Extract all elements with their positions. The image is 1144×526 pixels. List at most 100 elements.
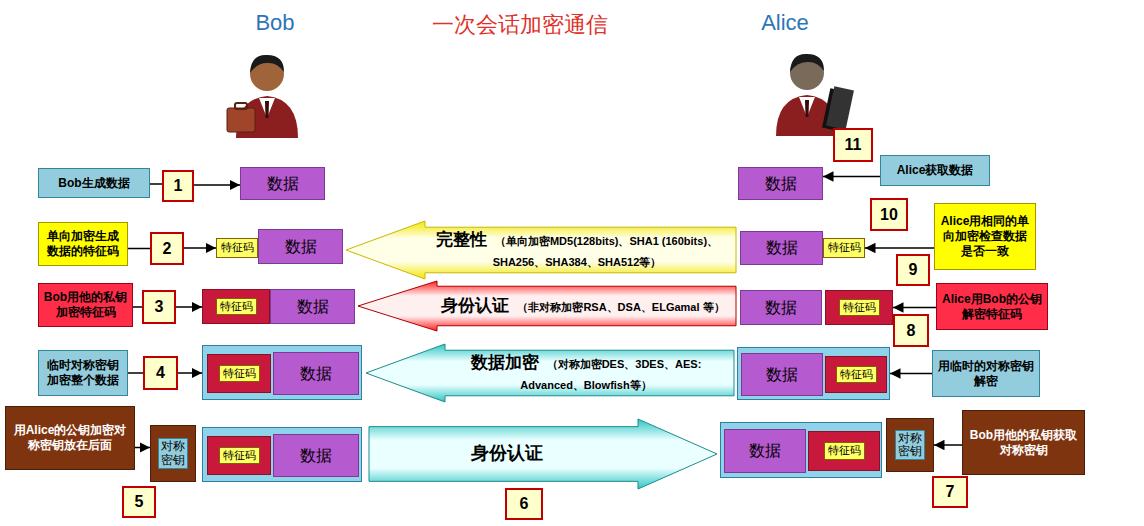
note-text: Bob用他的私钥获取对称密钥	[966, 428, 1081, 458]
connector	[128, 248, 150, 250]
data-box: 数据	[740, 290, 822, 325]
key-box: 对称密钥	[886, 418, 934, 472]
party-name: Alice	[740, 10, 830, 36]
arrow-text: 数据加密（对称加密DES、3DES、AES: Advanced、Blowfish…	[447, 353, 725, 393]
signature-box: 特征码	[823, 238, 865, 258]
key-box: 对称密钥	[150, 425, 196, 482]
callout-number: 4	[156, 363, 165, 382]
signature-band: 特征码	[825, 356, 887, 393]
encrypted-band: 特征码 数据	[202, 345, 362, 400]
connector	[865, 247, 934, 249]
callout-number: 8	[907, 321, 916, 340]
signature-code: 特征码	[216, 298, 257, 315]
page-title: 一次会话加密通信	[410, 10, 630, 40]
note-box: Bob用他的私钥加密特征码	[38, 283, 133, 327]
note-box: 用临时的对称密钥解密	[932, 350, 1040, 397]
process-arrow: 完整性（单向加密MD5(128bits)、SHA1 (160bits)、SHA2…	[345, 220, 737, 280]
key-label: 对称密钥	[895, 430, 924, 460]
callout-box: 1	[162, 170, 194, 202]
callout-number: 3	[155, 297, 164, 316]
data-label: 数据	[766, 238, 798, 257]
encrypted-band: 特征码 数据	[202, 427, 362, 482]
callout-box: 6	[505, 488, 543, 520]
signature-code: 特征码	[824, 442, 865, 459]
data-label: 数据	[300, 446, 332, 465]
data-box: 数据	[240, 167, 325, 200]
connector	[150, 183, 162, 185]
callout-box: 4	[143, 356, 178, 390]
note-text: 临时对称密钥加密整个数据	[42, 358, 124, 388]
callout-number: 11	[845, 135, 862, 154]
arrow-text: 完整性（单向加密MD5(128bits)、SHA1 (160bits)、SHA2…	[427, 230, 727, 270]
signature-code: 特征码	[839, 299, 880, 316]
data-box: 数据	[258, 229, 343, 264]
connector	[178, 372, 202, 374]
arrow-shape	[345, 220, 737, 280]
callout-box: 7	[932, 476, 968, 508]
signature-code: 特征码	[221, 241, 254, 254]
note-box: 用Alice的公钥加密对称密钥放在后面	[5, 406, 135, 470]
callout-box: 11	[833, 128, 873, 162]
data-label: 数据	[749, 441, 781, 460]
arrow-title: 完整性	[436, 230, 487, 249]
connector	[934, 444, 962, 446]
data-box: 数据	[740, 231, 823, 265]
arrow-shape	[368, 418, 718, 490]
note-box: Alice用相同的单向加密检查数据是否一致	[934, 203, 1036, 270]
encrypted-band: 数据 特征码	[737, 347, 890, 400]
arrow-text: 身份认证 （非对称加密RSA、DSA、ELGamal 等）	[441, 296, 724, 316]
note-text: Bob用他的私钥加密特征码	[42, 290, 129, 320]
note-box: Alice获取数据	[880, 155, 990, 186]
arrow-title: 数据加密	[471, 353, 539, 372]
connector	[823, 176, 880, 178]
signature-code: 特征码	[828, 241, 861, 254]
process-arrow: 身份认证	[368, 418, 718, 490]
arrow-outline	[369, 419, 717, 489]
data-box: 数据	[741, 353, 823, 396]
key-label: 对称密钥	[158, 438, 187, 468]
connector	[128, 372, 143, 374]
note-box: Bob用他的私钥获取对称密钥	[962, 410, 1085, 475]
data-box: 数据	[273, 434, 359, 477]
arrow-text: 身份认证	[471, 443, 543, 465]
encrypted-band: 数据 特征码	[720, 422, 882, 478]
callout-box: 5	[122, 486, 156, 518]
callout-number: 2	[163, 239, 172, 258]
data-label: 数据	[297, 297, 329, 316]
callout-number: 1	[174, 176, 183, 195]
data-label: 数据	[267, 174, 299, 193]
connector	[893, 307, 936, 309]
person-alice	[762, 44, 858, 136]
note-box: Bob生成数据	[38, 168, 150, 198]
arrow-shape	[365, 343, 735, 403]
callout-number: 6	[520, 494, 529, 513]
signature-code: 特征码	[219, 447, 260, 464]
arrow-outline	[358, 281, 736, 331]
callout-box: 10	[870, 198, 908, 231]
party-name: Bob	[225, 10, 325, 36]
note-box: 单向加密生成数据的特征码	[38, 222, 128, 266]
connector	[890, 373, 932, 375]
arrow-title: 身份认证	[441, 296, 509, 315]
arrow-note: （非对称加密RSA、DSA、ELGamal 等）	[517, 301, 724, 313]
arrow-note: （对称加密DES、3DES、AES: Advanced、Blowfish等）	[520, 358, 701, 390]
connector	[176, 306, 202, 308]
callout-box: 8	[893, 314, 929, 347]
data-label: 数据	[285, 237, 317, 256]
signature-band: 特征码	[808, 431, 880, 471]
signature-band: 特征码	[207, 436, 271, 475]
signature-band: 特征码	[825, 290, 893, 325]
data-label: 数据	[765, 174, 797, 193]
note-text: Alice用Bob的公钥解密特征码	[940, 292, 1044, 322]
data-box: 数据	[273, 352, 359, 395]
arrow-title: 身份认证	[471, 443, 543, 463]
note-text: Alice获取数据	[897, 163, 974, 178]
data-label: 数据	[765, 298, 797, 317]
process-arrow: 数据加密（对称加密DES、3DES、AES: Advanced、Blowfish…	[365, 343, 735, 403]
data-label: 数据	[300, 364, 332, 383]
signature-band: 特征码	[207, 354, 271, 393]
note-text: 单向加密生成数据的特征码	[42, 229, 124, 259]
data-label: 数据	[766, 365, 798, 384]
signature-band: 特征码	[202, 289, 270, 324]
signature-code: 特征码	[836, 366, 877, 383]
